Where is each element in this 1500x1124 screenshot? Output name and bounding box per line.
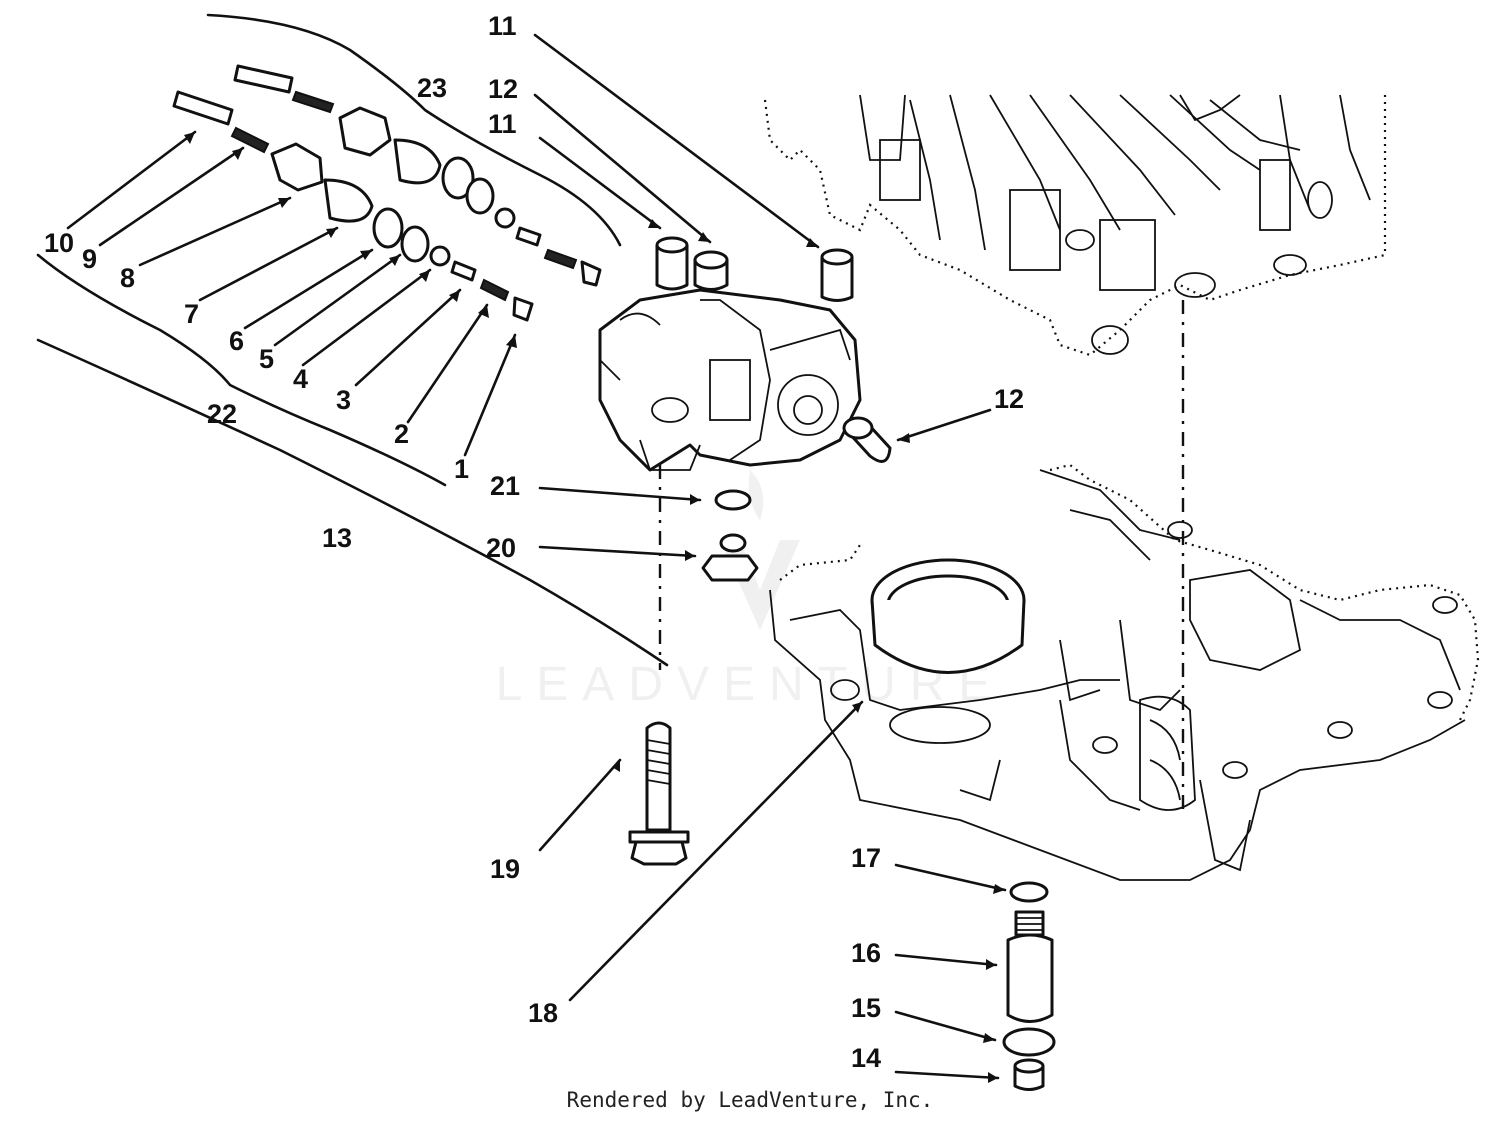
valve-assembly-row-23 xyxy=(233,64,602,287)
leader-20 xyxy=(538,545,697,558)
leader-9 xyxy=(98,146,245,247)
bushing-part-11-right xyxy=(820,248,854,302)
leader-arrowheads xyxy=(184,132,1005,1083)
callout-15: 15 xyxy=(851,993,881,1023)
callout-23: 23 xyxy=(417,73,447,103)
callout-11-second: 11 xyxy=(488,109,517,139)
bushing-part-12-upper xyxy=(693,250,729,291)
leader-12b xyxy=(896,408,992,442)
leader-4 xyxy=(301,268,432,367)
leader-8 xyxy=(138,196,292,267)
leader-7 xyxy=(198,226,339,302)
leader-3 xyxy=(354,288,462,387)
bolt-part-19 xyxy=(628,721,690,866)
callout-12-right: 12 xyxy=(994,384,1024,414)
leader-11a xyxy=(533,33,820,249)
bushing-part-11-left xyxy=(655,236,689,291)
leader-5 xyxy=(273,253,402,347)
callout-19: 19 xyxy=(490,854,520,884)
watermark-logo: LEADVENTURE xyxy=(496,470,1005,711)
leader-17 xyxy=(894,863,1007,892)
callout-21: 21 xyxy=(490,471,520,501)
o-ring-part-15 xyxy=(1002,1027,1056,1057)
callout-8: 8 xyxy=(120,263,135,293)
callout-9: 9 xyxy=(82,244,97,274)
leader-16 xyxy=(894,953,998,967)
plug-part-20 xyxy=(701,533,759,582)
collar-ring-part-18 xyxy=(870,558,1026,674)
leader-14 xyxy=(894,1070,1000,1080)
plug-part-14 xyxy=(1013,1058,1045,1091)
callout-11-top: 11 xyxy=(488,11,517,41)
callout-20: 20 xyxy=(486,533,516,563)
leader-18 xyxy=(568,700,864,1002)
filter-part-16 xyxy=(1006,910,1054,1023)
bracket-group-13 xyxy=(36,338,669,667)
render-credit: Rendered by LeadVenture, Inc. xyxy=(566,1088,934,1112)
bracket-group-23 xyxy=(206,13,622,247)
leader-11b xyxy=(538,136,662,230)
leader-15 xyxy=(894,1010,997,1042)
watermark-text: LEADVENTURE xyxy=(496,658,1005,711)
bracket-group-22 xyxy=(36,253,447,487)
callout-16: 16 xyxy=(851,938,881,968)
callout-13: 13 xyxy=(322,523,352,553)
callout-17: 17 xyxy=(851,843,881,873)
leader-19 xyxy=(538,758,622,852)
valve-assembly-row-22 xyxy=(172,90,534,322)
leader-6 xyxy=(243,248,374,330)
leader-21 xyxy=(538,486,702,502)
callout-7: 7 xyxy=(184,299,199,329)
callout-14: 14 xyxy=(851,1043,881,1073)
callout-2: 2 xyxy=(394,419,409,449)
valve-body xyxy=(598,288,862,472)
callout-3: 3 xyxy=(336,385,351,415)
callout-1: 1 xyxy=(454,454,469,484)
leader-12a xyxy=(533,93,712,244)
callout-6: 6 xyxy=(229,326,244,356)
leader-2 xyxy=(406,303,489,424)
callout-10: 10 xyxy=(44,228,74,258)
o-ring-part-17 xyxy=(1009,881,1049,903)
lower-transaxle-housing xyxy=(769,463,1480,881)
bushing-part-12-lower xyxy=(842,416,892,463)
upper-transaxle-housing xyxy=(763,94,1387,357)
callout-18: 18 xyxy=(528,998,558,1028)
leader-10 xyxy=(66,130,197,230)
callout-12-top: 12 xyxy=(488,74,518,104)
washer-part-21 xyxy=(714,489,752,511)
callout-4: 4 xyxy=(293,364,308,394)
callout-22: 22 xyxy=(207,399,237,429)
leader-1 xyxy=(463,333,517,457)
callout-5: 5 xyxy=(259,344,274,374)
